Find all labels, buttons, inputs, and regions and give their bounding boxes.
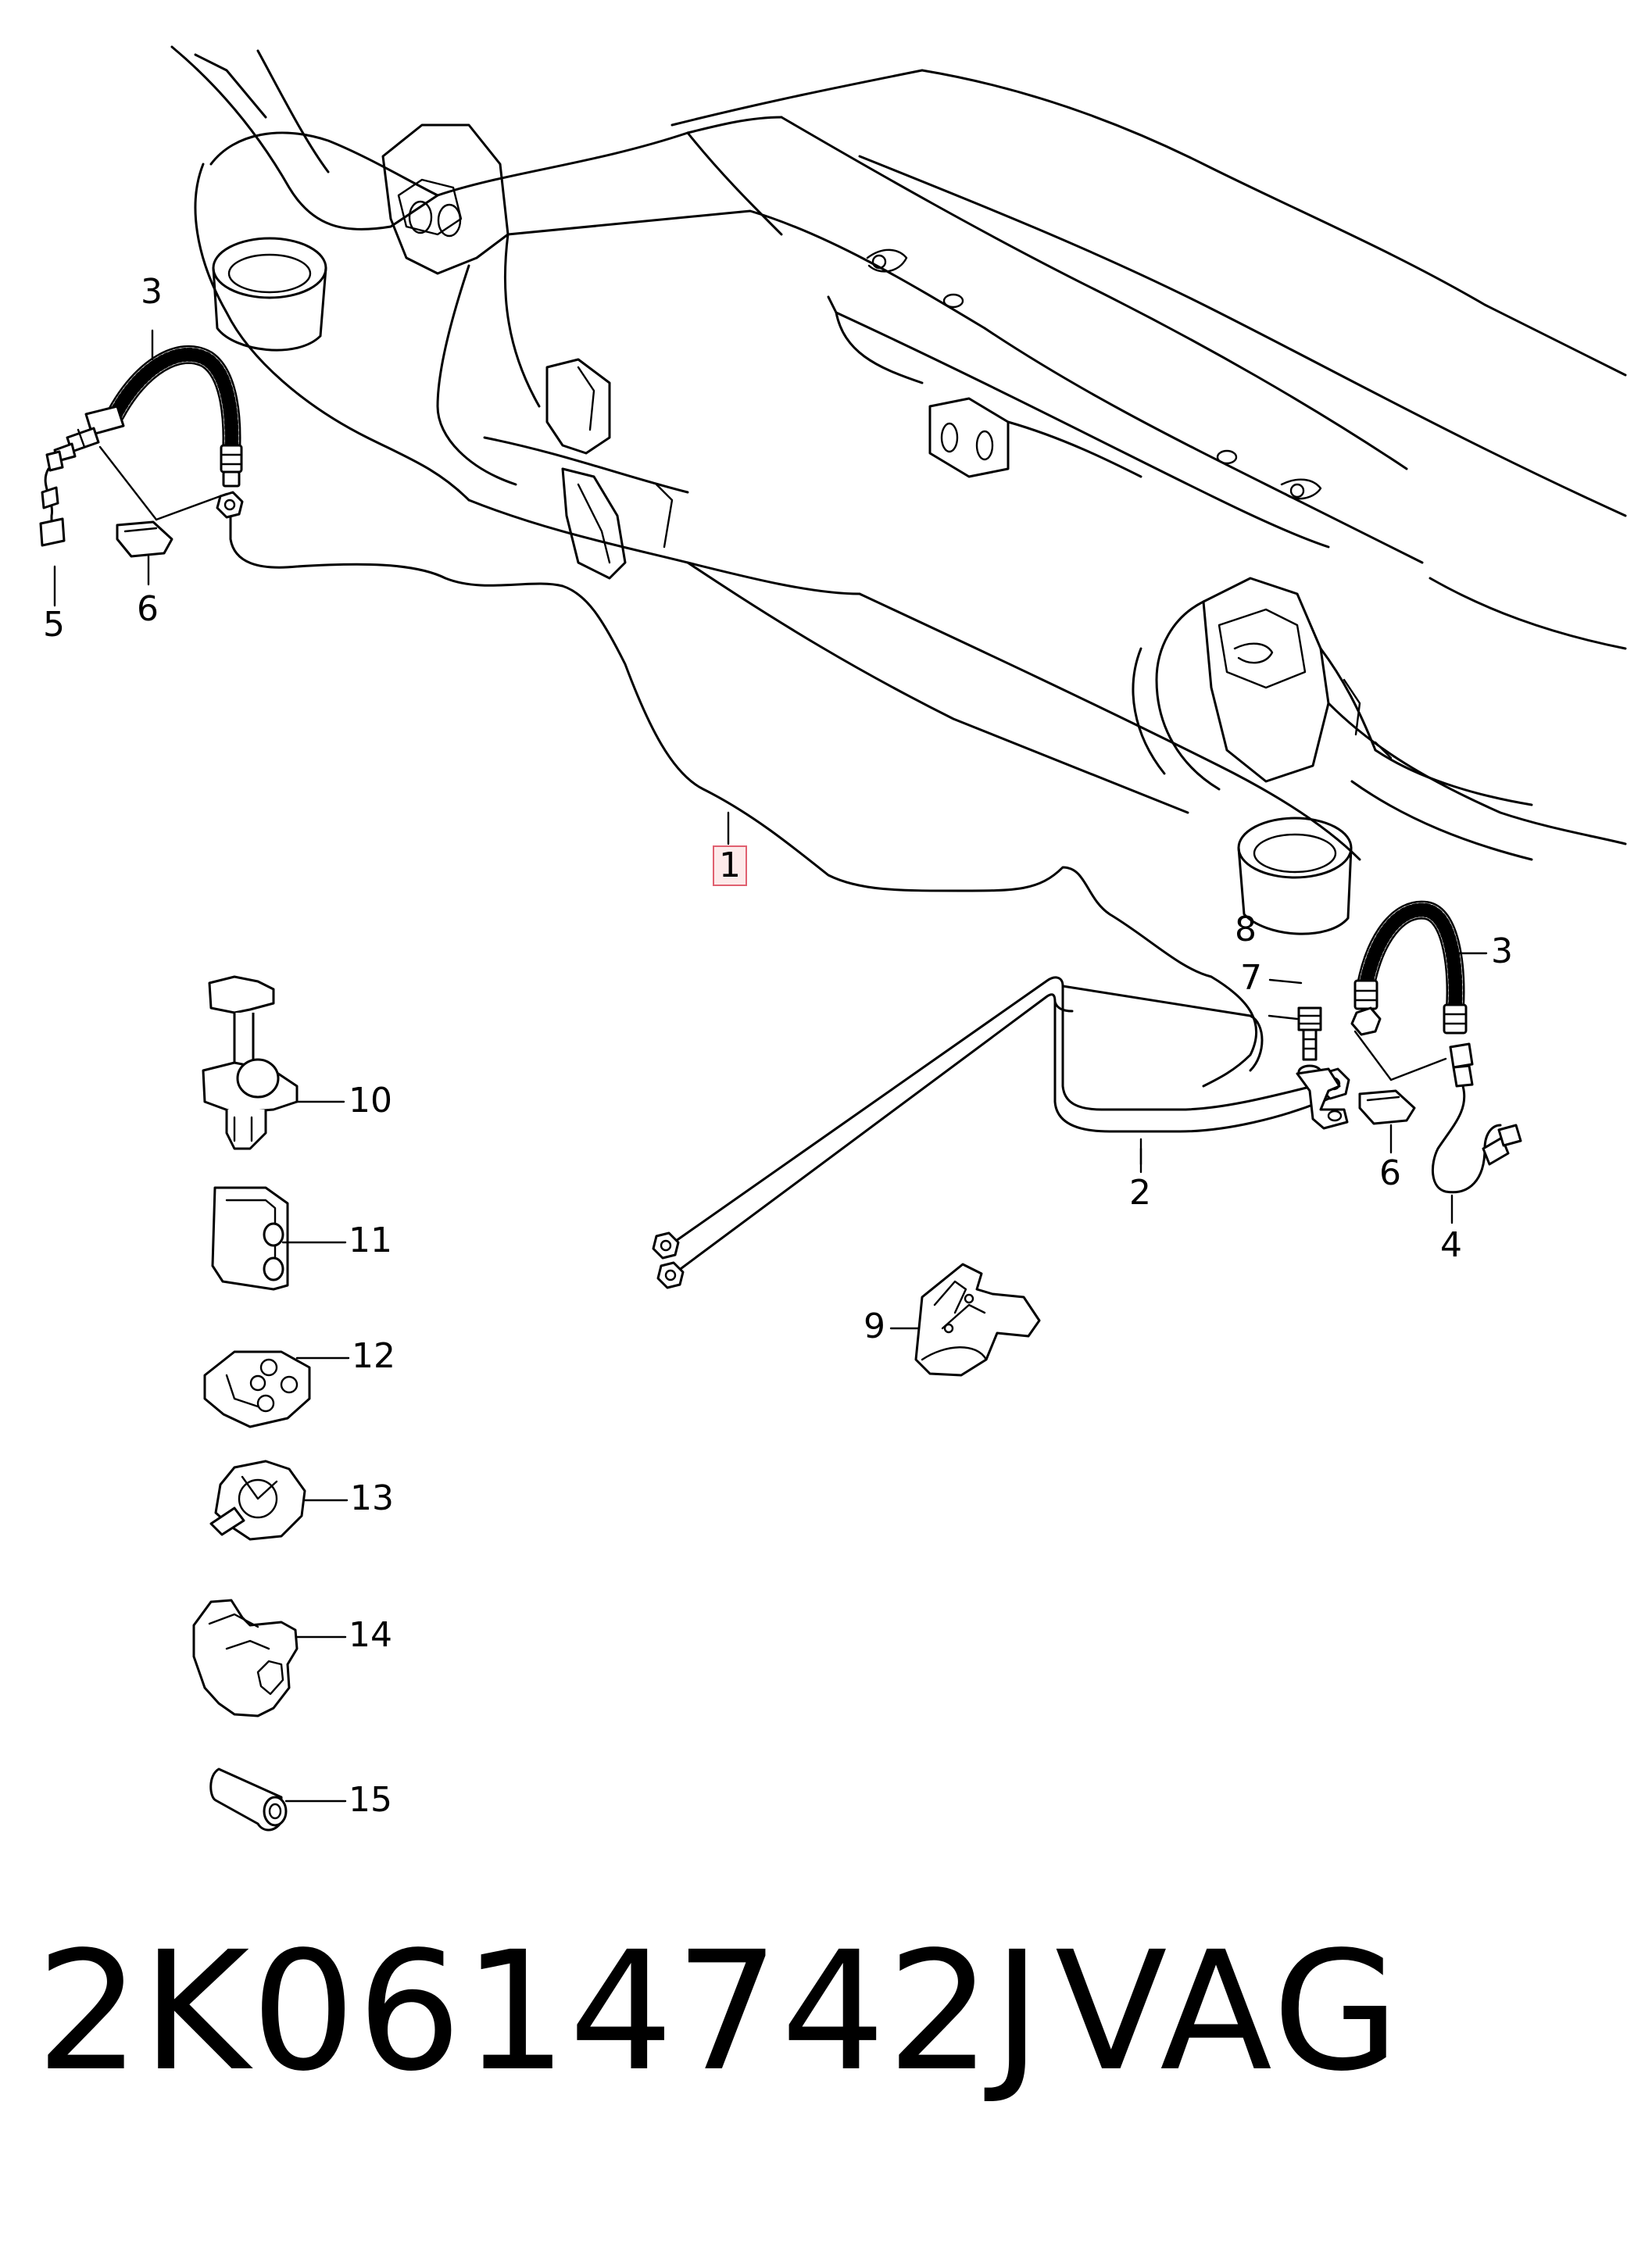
clip-13: [209, 1460, 349, 1541]
bracket-9: [889, 1263, 1041, 1377]
clip-14: [192, 1599, 347, 1717]
callout-15[interactable]: 15: [349, 1780, 392, 1820]
callout-11[interactable]: 11: [349, 1221, 392, 1260]
pipe-nut-upper: [652, 1231, 680, 1260]
brake-pipe-1: [229, 514, 1258, 1088]
brake-pipe-2: [652, 976, 1350, 1289]
callout-7[interactable]: 7: [1240, 958, 1262, 998]
callout-13[interactable]: 13: [350, 1478, 394, 1518]
sleeve-15: [209, 1767, 347, 1832]
callout-14[interactable]: 14: [349, 1615, 392, 1655]
callout-10[interactable]: 10: [349, 1081, 392, 1120]
rear-axle-subframe: [170, 45, 1627, 935]
clip-12: [203, 1350, 350, 1428]
brake-hose-left: [39, 329, 244, 607]
callout-12[interactable]: 12: [352, 1336, 395, 1376]
callout-3-left[interactable]: 3: [141, 272, 163, 312]
callout-3-right[interactable]: 3: [1491, 931, 1513, 971]
callout-6-left[interactable]: 6: [137, 589, 159, 629]
clip-10: [202, 975, 345, 1150]
brake-hose-right: [727, 811, 1522, 1224]
brand-label: VAG: [1055, 1916, 1403, 2107]
callout-2[interactable]: 2: [1129, 1173, 1151, 1213]
callout-1[interactable]: 1: [713, 845, 747, 886]
callout-8[interactable]: 8: [1235, 910, 1257, 949]
pipe-nut-lower: [656, 1261, 685, 1289]
callout-6-right[interactable]: 6: [1379, 1153, 1401, 1193]
callout-9[interactable]: 9: [864, 1306, 885, 1346]
callout-4[interactable]: 4: [1440, 1225, 1462, 1265]
part-number: 2K0614742J: [36, 1916, 1043, 2107]
bushing-11: [211, 1186, 347, 1291]
callout-5[interactable]: 5: [43, 605, 65, 645]
